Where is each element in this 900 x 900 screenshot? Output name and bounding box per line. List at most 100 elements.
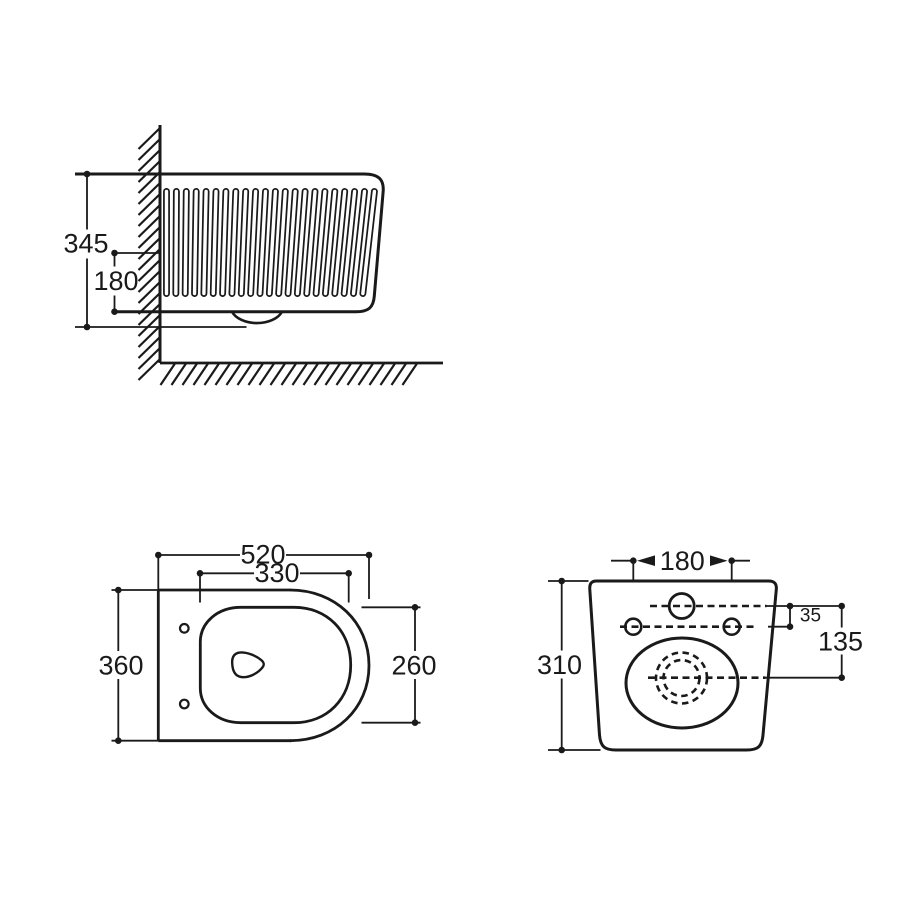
dim-rear-height-310: 310 [537, 577, 601, 754]
dimension-dot [838, 602, 845, 610]
dimension-dot [111, 308, 118, 316]
toilet-plan-outline-cap [289, 588, 371, 743]
floor-hatch-stroke [357, 362, 374, 386]
rib-inner [323, 189, 337, 296]
rib-inner [211, 189, 218, 296]
dimension-dot [115, 737, 122, 744]
dimension-dot [83, 323, 91, 331]
rib-inner [220, 189, 228, 296]
dim-label-135: 135 [818, 627, 863, 657]
outlet-boss-outline [624, 636, 740, 730]
floor-hatch-stroke [368, 362, 385, 386]
toilet-ribs [163, 188, 378, 297]
rib-inner [342, 189, 357, 296]
rib-inner [192, 189, 198, 296]
dim-inlet-to-holes-35: 35 [766, 602, 842, 630]
wall-hatch-stroke [137, 215, 161, 238]
rib-inner [305, 189, 317, 296]
rib-inner [295, 189, 307, 296]
dim-label-180-side: 180 [93, 266, 138, 296]
floor-hatch-stroke [247, 362, 264, 386]
dimension-dot [786, 602, 794, 610]
dimension-dot [115, 586, 122, 594]
dim-label-345: 345 [63, 229, 108, 259]
floor-hatch-stroke [170, 362, 187, 386]
rib-inner [174, 189, 179, 296]
wall-hatch-stroke [137, 336, 161, 359]
dimension-dot [630, 557, 637, 564]
floor-hatch-stroke [401, 362, 418, 386]
floor-hatch-stroke [280, 362, 297, 386]
wall-hatch-stroke [137, 281, 161, 304]
rib-inner [239, 189, 248, 296]
floor-hatch-stroke [302, 362, 319, 386]
wall-hatch-stroke [137, 314, 161, 337]
wall-hatch-stroke [137, 237, 161, 260]
wall-hatch-stroke [137, 303, 161, 326]
side-view: 345 180 [63, 125, 443, 386]
dimension-dot [786, 623, 794, 630]
seat-hole [178, 622, 190, 634]
floor-hatch-stroke [181, 362, 198, 386]
wall-hatch-stroke [137, 226, 161, 249]
dimension-dot [155, 551, 162, 559]
water-inlet-hole [667, 592, 696, 620]
floor-hatch-stroke [291, 362, 308, 386]
dim-label-180-rear: 180 [660, 546, 705, 576]
floor-hatch-stroke [214, 362, 231, 386]
outlet-pipe-dashed-inner [662, 658, 701, 698]
toilet-rear-outline [588, 579, 778, 752]
rib-inner [286, 189, 297, 296]
arrowhead-right [710, 555, 728, 566]
dim-overall-height-345: 345 [63, 170, 247, 331]
wall-hatch-stroke [137, 149, 161, 172]
trap-outlet-arc [230, 311, 284, 325]
dimension-dot [411, 604, 419, 611]
dim-label-310: 310 [537, 650, 582, 680]
floor-hatch-stroke [324, 362, 341, 386]
wall-hatch-stroke [137, 138, 161, 161]
wall-hatch-stroke [137, 193, 161, 216]
wall-hatch-stroke [137, 204, 161, 227]
fixing-hole [722, 617, 742, 637]
dim-label-330: 330 [254, 558, 299, 588]
dim-inner-depth-330: 330 [196, 558, 353, 603]
dim-inlet-to-outlet-135: 135 [765, 602, 863, 681]
dim-label-260: 260 [391, 651, 436, 681]
floor-hatch-stroke [269, 362, 286, 386]
floor-hatch-stroke [346, 362, 363, 386]
wall-hatch-stroke [137, 325, 161, 348]
arrowhead-left [637, 555, 655, 566]
rib-inner [333, 189, 347, 296]
dimension-dot [558, 577, 565, 585]
dimension-dot [411, 719, 419, 726]
rib-inner [202, 189, 208, 296]
dimension-dot [365, 551, 373, 559]
floor-hatch-stroke [258, 362, 275, 386]
rib-inner [258, 189, 268, 296]
fixing-hole [623, 617, 643, 637]
rib-inner [314, 189, 327, 296]
rib-inner [230, 189, 238, 296]
wall-hatch-stroke [137, 259, 161, 282]
wall-hatch-stroke [137, 182, 161, 205]
dimension-dot [83, 170, 91, 178]
floor-hatch-stroke [335, 362, 352, 386]
dimension-dot [558, 746, 565, 754]
dim-lower-height-180: 180 [93, 249, 160, 316]
outlet-pipe-dashed-outer [654, 651, 709, 705]
floor-hatch-stroke [159, 362, 176, 386]
toilet-side-outline [75, 172, 385, 314]
water-spot-outline [230, 651, 265, 679]
floor-hatch-stroke [236, 362, 253, 386]
rib-inner [248, 189, 258, 296]
dimension-dot [345, 570, 353, 577]
wall-hatch-stroke [137, 127, 161, 150]
rib-inner [183, 189, 189, 296]
seat-hole [178, 698, 190, 710]
floor-hatch-stroke [379, 362, 396, 386]
rib-inner [267, 189, 278, 296]
dim-inner-width-260: 260 [361, 604, 437, 726]
